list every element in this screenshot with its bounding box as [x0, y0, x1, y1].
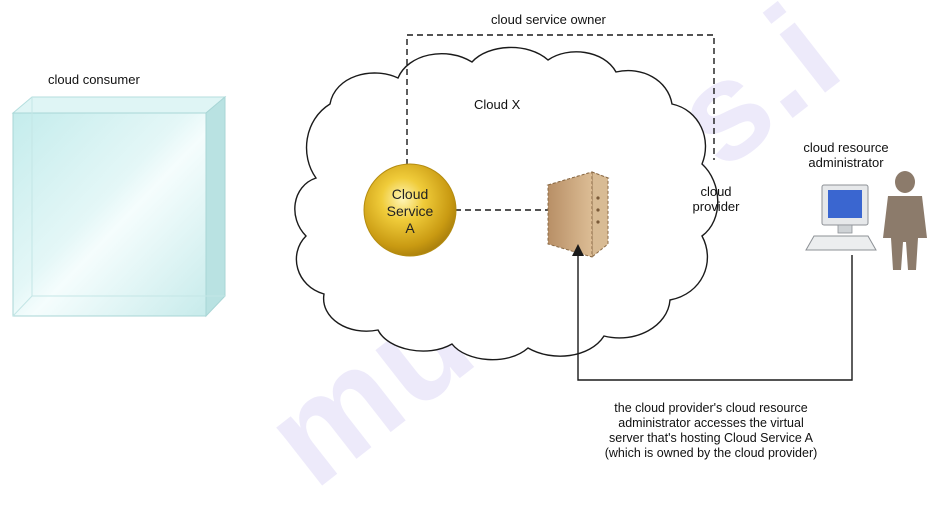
cloud-service-owner-label: cloud service owner	[491, 12, 606, 27]
diagram-canvas	[11, 34, 927, 381]
admin-label-line-2: administrator	[808, 155, 884, 170]
virtual-server-icon	[546, 171, 610, 259]
cloud-shape	[294, 46, 719, 361]
cloud-service-a-label: Cloud Service A	[372, 186, 448, 237]
cloud-service-circle	[363, 163, 457, 257]
caption-line-2: administrator accesses the virtual	[618, 416, 804, 430]
ownership-dashed-line	[406, 34, 715, 175]
service-label-line-2: Service	[386, 203, 434, 219]
service-label-line-1: Cloud	[391, 186, 429, 202]
glass-cube-icon	[11, 95, 227, 318]
admin-access-caption: the cloud provider's cloud resource admi…	[566, 401, 856, 461]
cloud-x-label: Cloud X	[474, 97, 521, 112]
cloud-provider-line-2: provider	[692, 199, 740, 214]
person-icon	[883, 171, 927, 270]
computer-icon	[805, 184, 877, 251]
admin-access-arrowhead	[572, 244, 584, 256]
service-label-line-3: A	[405, 220, 415, 236]
caption-line-4: (which is owned by the cloud provider)	[604, 446, 818, 460]
admin-access-line	[577, 248, 853, 381]
cloud-provider-line-1: cloud	[700, 184, 732, 199]
admin-label-line-1: cloud resource	[803, 140, 889, 155]
cloud-consumer-label: cloud consumer	[48, 72, 140, 87]
caption-line-3: server that's hosting Cloud Service A	[609, 431, 813, 445]
cloud-resource-administrator-label: cloud resource administrator	[786, 140, 906, 170]
caption-line-1: the cloud provider's cloud resource	[614, 401, 808, 415]
cloud-provider-label: cloud provider	[680, 184, 752, 214]
